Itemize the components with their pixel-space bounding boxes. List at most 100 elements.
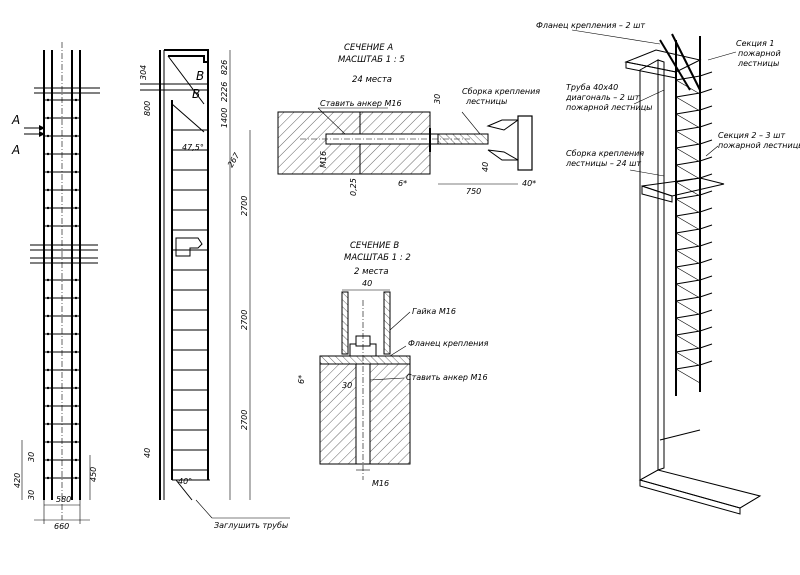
dim-826: 826 bbox=[220, 60, 229, 75]
front-rung-bolt bbox=[74, 296, 78, 300]
front-rung-bolt bbox=[46, 332, 50, 336]
iso-rung bbox=[675, 177, 701, 183]
iso-rung-diagonal bbox=[675, 232, 701, 248]
front-rung-bolt bbox=[46, 404, 50, 408]
front-rung-bolt bbox=[74, 278, 78, 282]
angle-40: 40° bbox=[178, 477, 192, 486]
iso-rung bbox=[675, 279, 701, 285]
iso-rung bbox=[675, 245, 701, 251]
plug-pipes-note: Заглушить трубы bbox=[214, 521, 288, 530]
iso-rung-end bbox=[699, 88, 713, 94]
iso-weld-label-2: лестницы – 24 шт bbox=[565, 159, 641, 168]
iso-rung-end bbox=[699, 241, 713, 247]
front-rung-bolt bbox=[46, 116, 50, 120]
iso-rung-end bbox=[699, 224, 713, 230]
section-marker-b-2: B bbox=[192, 87, 200, 101]
front-rung-bolt bbox=[74, 314, 78, 318]
iso-rung bbox=[675, 160, 701, 166]
front-rung-bolt bbox=[74, 134, 78, 138]
iso-rung-diagonal bbox=[675, 368, 701, 384]
front-rung-bolt bbox=[46, 188, 50, 192]
dim-2700-a: 2700 bbox=[240, 196, 249, 216]
iso-rung-end bbox=[699, 190, 713, 196]
dim-267: 267 bbox=[226, 150, 242, 169]
side-view: B B 47,5° 40° 826 2226 1400 267 2700 270… bbox=[139, 49, 290, 530]
iso-pipe-label-2: диагональ – 2 шт bbox=[565, 93, 640, 102]
iso-rung-end bbox=[699, 122, 713, 128]
section-b: СЕЧЕНИЕ В МАСШТАБ 1 : 2 2 места 40 Гайка… bbox=[297, 241, 489, 488]
dim-2226: 2226 bbox=[220, 82, 229, 102]
front-rung-bolt bbox=[46, 98, 50, 102]
iso-rung-diagonal bbox=[675, 300, 701, 316]
iso-rung bbox=[675, 296, 701, 302]
front-rung-bolt bbox=[46, 476, 50, 480]
iso-rung bbox=[675, 92, 701, 98]
front-rung-bolt bbox=[46, 368, 50, 372]
section-a-d30: 30 bbox=[433, 94, 442, 104]
iso-rung-diagonal bbox=[675, 283, 701, 299]
iso-rung bbox=[675, 194, 701, 200]
front-rung-bolt bbox=[74, 98, 78, 102]
section-b-scale: МАСШТАБ 1 : 2 bbox=[344, 253, 411, 263]
section-a-count: 24 места bbox=[352, 75, 392, 85]
section-b-anchor-label: Ставить анкер М16 bbox=[406, 373, 488, 382]
section-a-scale: МАСШТАБ 1 : 5 bbox=[338, 55, 405, 65]
iso-rung-end bbox=[699, 258, 713, 264]
front-rung-bolt bbox=[46, 278, 50, 282]
section-a-anchor-label: Ставить анкер М16 bbox=[320, 99, 402, 108]
iso-rung bbox=[675, 126, 701, 132]
dim-1400: 1400 bbox=[220, 108, 229, 128]
iso-rung-diagonal bbox=[675, 198, 701, 214]
front-rung-bolt bbox=[46, 350, 50, 354]
iso-section1-label: Секция 1 bbox=[736, 39, 774, 48]
iso-rung-diagonal bbox=[675, 113, 701, 129]
dim-800: 800 bbox=[143, 101, 152, 116]
section-b-title: СЕЧЕНИЕ В bbox=[350, 241, 399, 251]
section-a-title: СЕЧЕНИЕ А bbox=[344, 43, 393, 53]
iso-rung-end bbox=[699, 156, 713, 162]
section-a-m16: М16 bbox=[319, 151, 328, 168]
section-b-d40: 40 bbox=[362, 279, 372, 288]
front-rung-bolt bbox=[46, 206, 50, 210]
dim-2700-b: 2700 bbox=[240, 310, 249, 330]
front-rung-bolt bbox=[74, 206, 78, 210]
section-b-m16: М16 bbox=[372, 479, 389, 488]
dim-660: 660 bbox=[54, 522, 69, 531]
iso-rung bbox=[675, 109, 701, 115]
iso-rung-diagonal bbox=[675, 215, 701, 231]
iso-rung bbox=[675, 211, 701, 217]
front-rung-bolt bbox=[74, 170, 78, 174]
iso-rung bbox=[675, 228, 701, 234]
section-marker-a-bottom: A bbox=[11, 143, 20, 157]
front-rung-bolt bbox=[46, 170, 50, 174]
front-rung-bolt bbox=[46, 152, 50, 156]
dim-304: 304 bbox=[139, 65, 148, 80]
front-rung-bolt bbox=[74, 152, 78, 156]
front-rung-bolt bbox=[74, 116, 78, 120]
iso-rung-diagonal bbox=[675, 317, 701, 333]
dim-2700-c: 2700 bbox=[240, 410, 249, 430]
front-rung-bolt bbox=[46, 458, 50, 462]
front-rung-bolt bbox=[74, 350, 78, 354]
iso-section1-label-2: пожарной bbox=[738, 49, 781, 58]
section-marker-b-1: B bbox=[196, 69, 204, 83]
iso-rung bbox=[675, 313, 701, 319]
front-rung-bolt bbox=[46, 440, 50, 444]
dim-30-a: 30 bbox=[27, 452, 36, 462]
dim-30-b: 30 bbox=[27, 490, 36, 500]
front-rung-bolt bbox=[74, 188, 78, 192]
dim-580: 580 bbox=[56, 495, 71, 504]
section-a-d40deg: 40* bbox=[522, 179, 536, 188]
section-b-d6: 6* bbox=[297, 375, 306, 384]
front-rung-bolt bbox=[74, 458, 78, 462]
front-rung-bolt bbox=[46, 296, 50, 300]
front-rung-bolt bbox=[74, 386, 78, 390]
iso-rung bbox=[675, 75, 701, 81]
front-rung-bolt bbox=[46, 314, 50, 318]
iso-weld-label: Сборка крепления bbox=[566, 149, 644, 158]
iso-section23-label: Секция 2 – 3 шт bbox=[718, 131, 785, 140]
iso-rung-end bbox=[699, 343, 713, 349]
section-a: СЕЧЕНИЕ А МАСШТАБ 1 : 5 24 места Ставить… bbox=[277, 43, 540, 196]
iso-rung bbox=[675, 364, 701, 370]
